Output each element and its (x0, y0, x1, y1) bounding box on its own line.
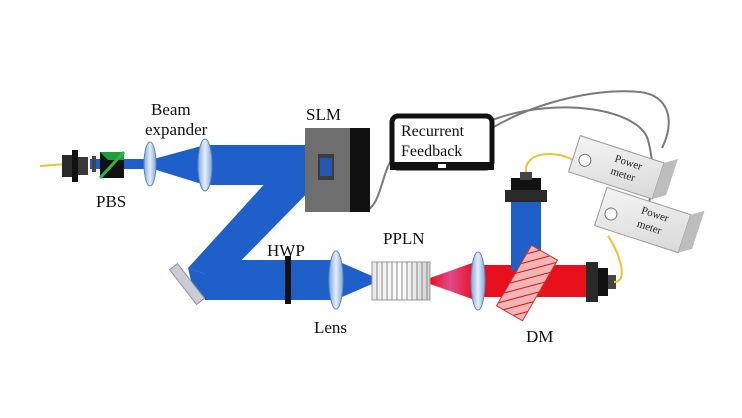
label-dm: DM (526, 327, 553, 346)
expander-lens-2 (197, 138, 213, 192)
slm-device (305, 128, 370, 212)
label-ppln: PPLN (383, 229, 425, 248)
collimating-lens (470, 251, 486, 311)
power-meter-2: Power meter (593, 186, 705, 254)
power-meter-1: Power meter (567, 135, 678, 200)
monitor (389, 113, 495, 171)
detector-top (505, 172, 547, 202)
label-pbs: PBS (96, 192, 126, 211)
hwp-plate (285, 256, 291, 304)
expander-lens-1 (143, 141, 157, 187)
pbs-cube (98, 150, 126, 180)
expander-cone (150, 145, 205, 185)
dichroic-mirror (495, 244, 559, 322)
red-cone (430, 262, 475, 300)
label-slm: SLM (306, 105, 341, 124)
label-monitor-line1: Recurrent (401, 123, 465, 140)
ppln-crystal (371, 261, 431, 301)
folding-mirror (168, 262, 206, 306)
label-beam-expander-line1: Beam (151, 100, 191, 119)
diagonal-beam (188, 145, 330, 280)
focusing-lens (328, 250, 344, 310)
detector-right (586, 262, 616, 302)
label-monitor-line2: Feedback (401, 143, 462, 160)
waveplate-small (92, 156, 96, 172)
lens-cone-blue (335, 260, 372, 300)
label-beam-expander-line2: expander (145, 120, 208, 139)
lower-beam-horizontal (205, 260, 333, 300)
label-lens: Lens (314, 318, 347, 337)
input-fiber-connector (62, 150, 88, 182)
fiber-detector-top (524, 152, 577, 173)
label-hwp: HWP (267, 241, 305, 260)
fiber-detector-right (607, 235, 623, 283)
input-fiber (39, 163, 67, 167)
